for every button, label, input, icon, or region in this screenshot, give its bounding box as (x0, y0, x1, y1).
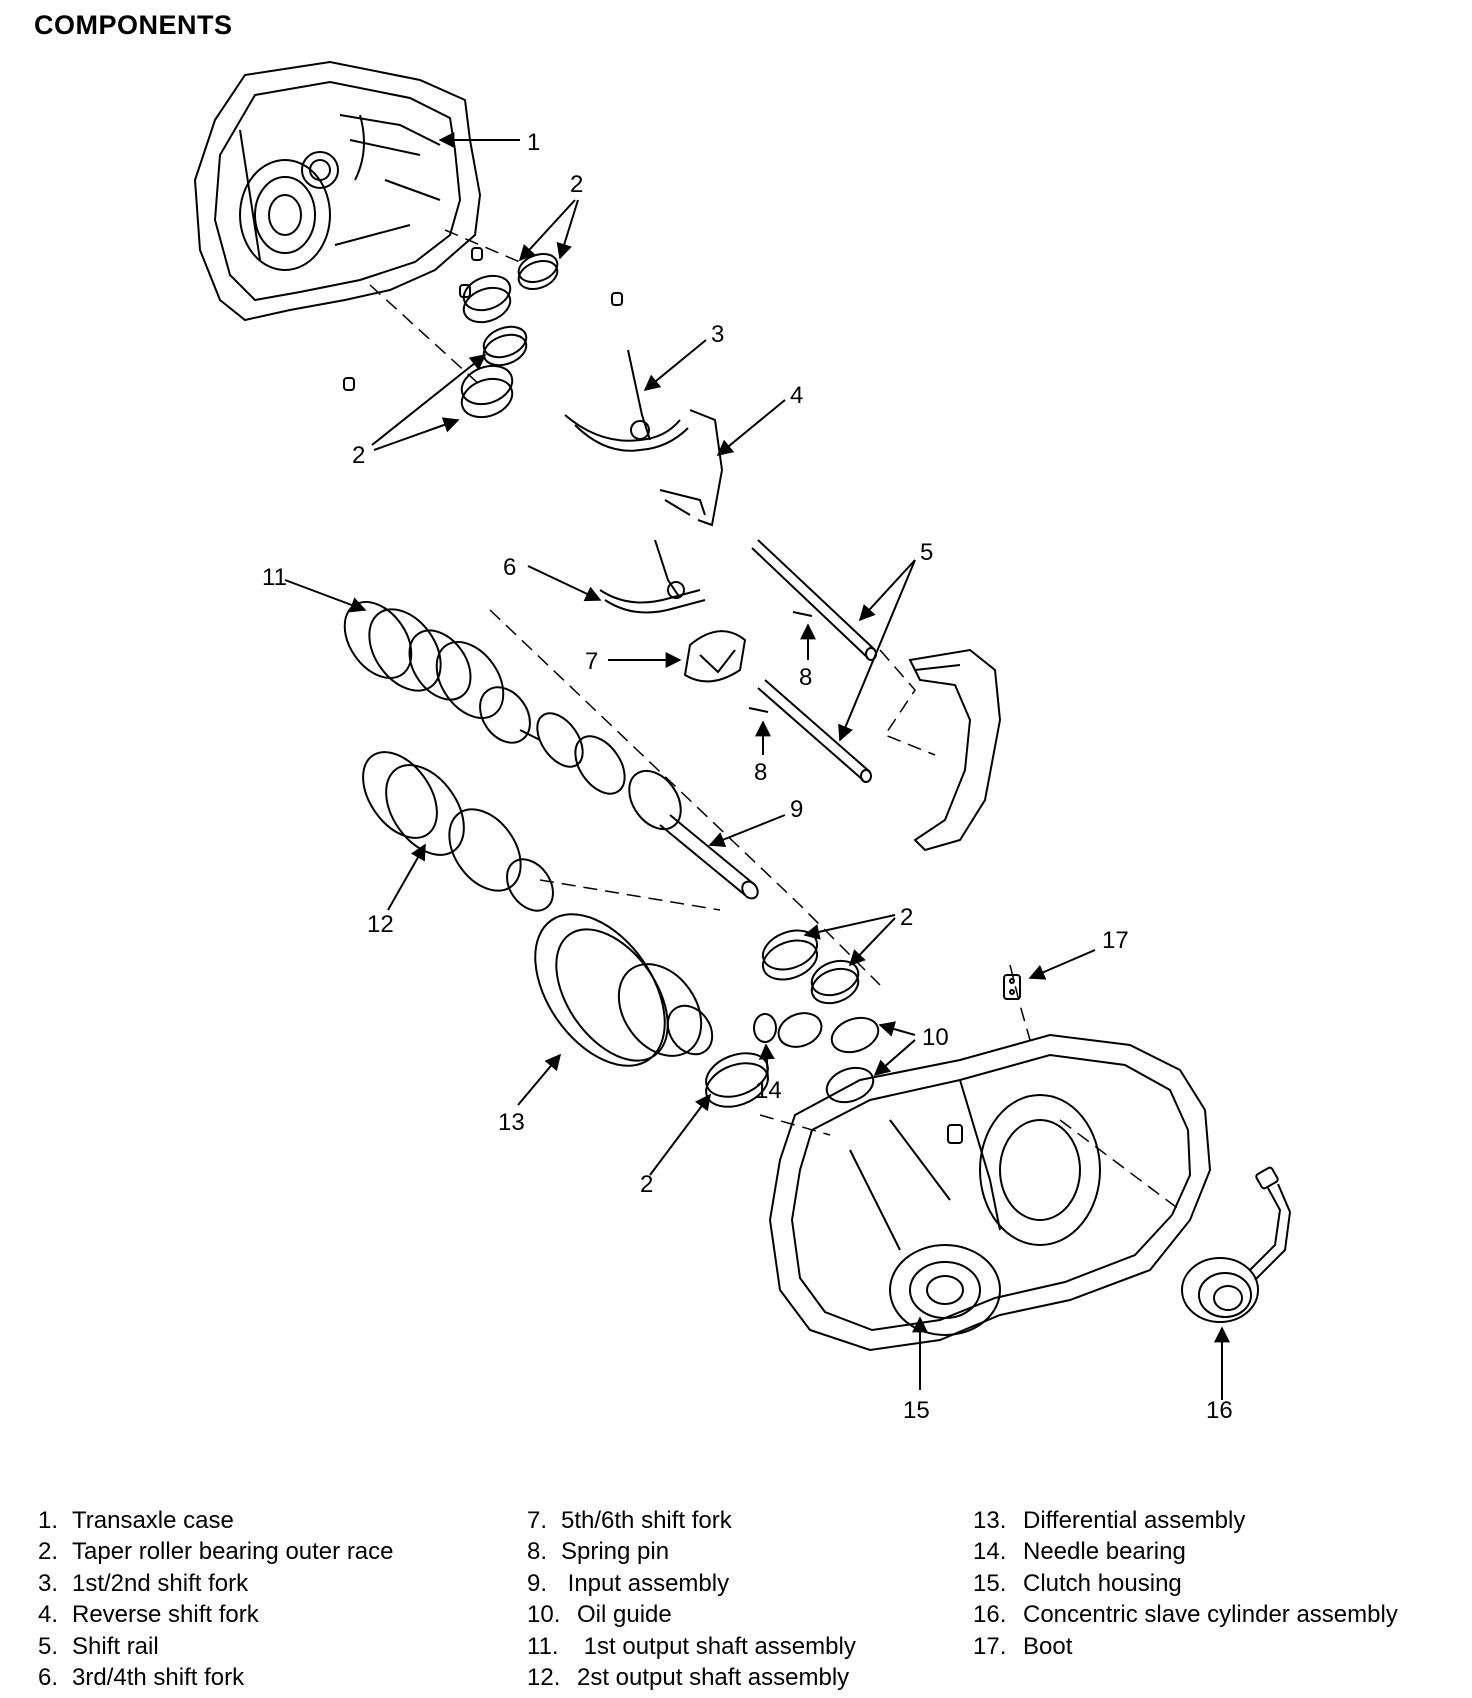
leader-5-lower (838, 559, 916, 742)
spring-pins (748, 611, 813, 713)
shift-rails (751, 539, 877, 783)
legend-item: 5.Shift rail (38, 1632, 159, 1660)
leader-9 (708, 814, 786, 848)
slave-cylinder (1181, 1166, 1292, 1323)
leader-2c-upper (803, 914, 896, 940)
legend-item: 12.2st output shaft assembly (527, 1664, 850, 1692)
callout-16: 16 (1206, 1397, 1233, 1424)
legend-column-3: 13.Differential assembly 14.Needle beari… (973, 1505, 1398, 1662)
leader-12 (387, 843, 426, 911)
shift-fork-3rd-4th (599, 539, 706, 614)
legend-item: 15.Clutch housing (973, 1569, 1182, 1597)
shift-fork-reverse (659, 409, 724, 527)
legend-item: 16.Concentric slave cylinder assembly (973, 1601, 1398, 1629)
leader-2b-upper (371, 354, 487, 446)
callout-2-top: 2 (570, 171, 583, 198)
callout-10: 10 (922, 1024, 949, 1051)
callout-12: 12 (367, 911, 394, 938)
callout-8-lower: 8 (754, 759, 767, 786)
leader-2a-right (556, 199, 579, 260)
leader-3 (643, 339, 707, 392)
legend-item: 2.Taper roller bearing outer race (38, 1538, 394, 1566)
callout-17: 17 (1102, 927, 1129, 954)
legend-item: 4.Reverse shift fork (38, 1601, 259, 1629)
shift-bracket (908, 648, 1002, 852)
dowel-pins (343, 247, 623, 391)
leader-2d (649, 1093, 711, 1176)
leader-17 (1028, 949, 1096, 980)
callout-9: 9 (790, 796, 803, 823)
callout-6: 6 (503, 554, 516, 581)
callout-8-upper: 8 (799, 664, 812, 691)
callout-5: 5 (920, 539, 933, 566)
callout-11: 11 (262, 564, 287, 591)
callout-4: 4 (790, 382, 803, 409)
alignment-lines (369, 229, 1181, 1211)
shift-fork-1st-2nd (564, 349, 689, 452)
leader-14 (758, 1043, 775, 1081)
legend-item: 9. Input assembly (527, 1569, 730, 1597)
callout-2-bottom: 2 (640, 1171, 653, 1198)
legend-item: 17.Boot (973, 1632, 1073, 1660)
leader-2c-lower (848, 917, 896, 967)
boot (1003, 974, 1021, 1000)
leader-6 (527, 565, 602, 602)
legend-item: 6.3rd/4th shift fork (38, 1664, 245, 1692)
needle-bearing (753, 1013, 777, 1043)
legend-item: 3.1st/2nd shift fork (38, 1569, 249, 1597)
leader-10-lower (873, 1039, 916, 1077)
leader-4 (716, 399, 786, 457)
legend-item: 14.Needle bearing (973, 1538, 1186, 1566)
legend-column-1: 1.Transaxle case 2.Taper roller bearing … (38, 1505, 394, 1693)
leader-13 (517, 1053, 562, 1106)
legend-item: 11. 1st output shaft assembly (527, 1632, 856, 1660)
callout-3: 3 (711, 321, 724, 348)
output-shaft-2nd (362, 751, 554, 912)
callout-13: 13 (498, 1109, 525, 1136)
page-title: COMPONENTS (34, 10, 233, 40)
clutch-housing (768, 1033, 1212, 1352)
leader-11 (284, 579, 367, 613)
oil-guides (825, 1016, 880, 1104)
output-shaft-1st (343, 601, 541, 744)
callout-2-left: 2 (352, 442, 365, 469)
legend-item: 13.Differential assembly (973, 1507, 1246, 1534)
bearing-race-group-top (460, 252, 559, 419)
exploded-view-diagram: 1 2 2 2 2 3 4 5 6 7 8 8 9 10 11 12 13 14… (193, 60, 1292, 1424)
legend-column-2: 7.5th/6th shift fork 8.Spring pin 9. Inp… (527, 1505, 856, 1693)
differential-assembly (534, 913, 714, 1067)
callout-7: 7 (585, 648, 598, 675)
legend-item: 10.Oil guide (527, 1601, 672, 1629)
leader-2b-lower (373, 417, 460, 451)
leader-5-upper (858, 559, 916, 622)
leader-10-upper (878, 1021, 916, 1037)
callout-14: 14 (755, 1077, 782, 1104)
callout-15: 15 (903, 1397, 930, 1424)
input-shaft (536, 712, 759, 900)
legend-item: 8.Spring pin (527, 1538, 670, 1566)
transaxle-case (193, 60, 482, 322)
legend-item: 1.Transaxle case (38, 1507, 234, 1534)
callout-1: 1 (527, 129, 540, 156)
legend-item: 7.5th/6th shift fork (527, 1507, 732, 1534)
shift-fork-5th-6th (683, 630, 747, 683)
callout-2-mid: 2 (900, 904, 913, 931)
leader-2a-left (518, 199, 576, 262)
